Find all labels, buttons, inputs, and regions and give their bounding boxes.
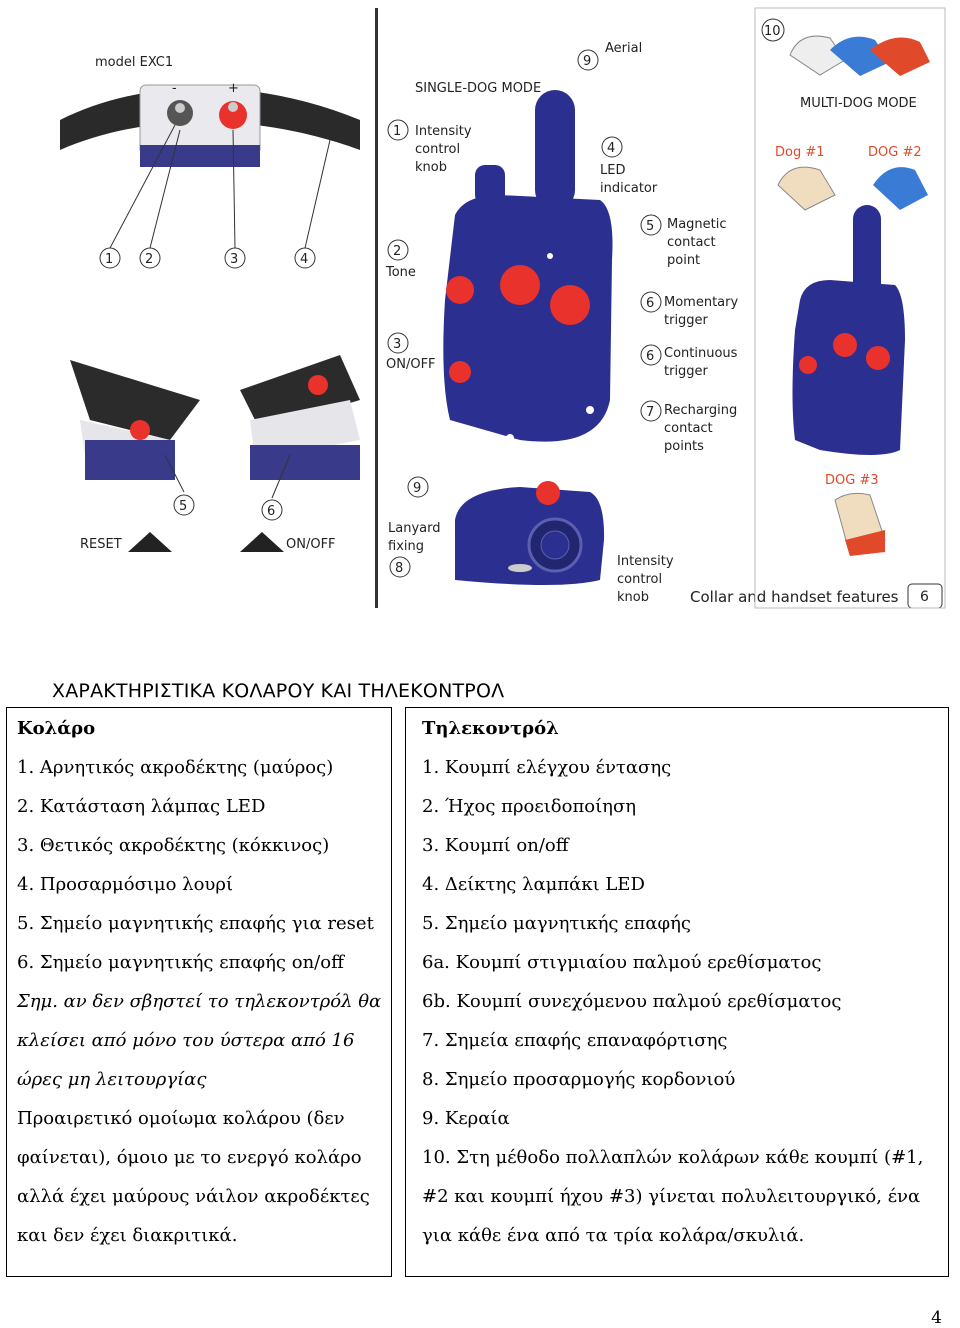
- remote-item: 4. Δείκτης λαμπάκι LED: [422, 874, 645, 895]
- collar-note-line: κλείσει από μόνο του ύστερα από 16: [17, 1030, 354, 1051]
- collar-item: 5. Σημείο μαγνητικής επαφής για reset: [17, 913, 374, 934]
- handset-bottom-image: [455, 481, 604, 585]
- callout-4: 4: [300, 252, 308, 267]
- collar-extra-line: και δεν έχει διακριτικά.: [17, 1225, 237, 1246]
- aerial-label: Aerial: [605, 41, 642, 56]
- remote-item: 2. Ήχος προειδοποίηση: [422, 796, 636, 817]
- collar-item: 2. Κατάσταση λάμπας LED: [17, 796, 265, 817]
- intensity-line1: Intensity: [415, 124, 472, 139]
- callout-3-onoff: 3: [393, 337, 401, 352]
- collar-callouts: 1 2 3 4: [100, 248, 315, 268]
- intensity-line3: knob: [415, 160, 447, 175]
- handset-image: [443, 90, 612, 442]
- onoff-label: ON/OFF: [286, 537, 336, 552]
- remote-item: 8. Σημείο προσαρμογής κορδονιού: [422, 1069, 735, 1090]
- recharging-line2: contact: [664, 421, 713, 436]
- magnetic-line3: point: [667, 253, 700, 268]
- collar-extra-line: Προαιρετικό ομοίωμα κολάρου (δεν: [17, 1108, 345, 1129]
- multi-dog-mode: MULTI-DOG MODE: [800, 96, 917, 111]
- momentary-line2: trigger: [664, 313, 709, 328]
- collar-note-line: ώρες μη λειτουργίας: [17, 1069, 206, 1090]
- collar-handset-diagram: model EXC1 - + 1 2 3 4 5 6 RESET ON/OFF: [0, 0, 960, 620]
- intensity-bottom-line2: control: [617, 572, 662, 587]
- collar-item: 1. Αρνητικός ακροδέκτης (μαύρος): [17, 757, 333, 778]
- callout-5: 5: [179, 499, 187, 514]
- figure-caption: Collar and handset features: [690, 588, 899, 606]
- remote-item: 10. Στη μέθοδο πολλαπλών κολάρων κάθε κο…: [422, 1147, 923, 1168]
- collar-image: [60, 85, 360, 248]
- callout-5-magnetic: 5: [646, 219, 654, 234]
- remote-item: 1. Κουμπί ελέγχου έντασης: [422, 757, 671, 778]
- callout-6: 6: [267, 504, 275, 519]
- collar-item: 4. Προσαρμόσιμο λουρί: [17, 874, 233, 895]
- remote-box: Τηλεκοντρόλ 1. Κουμπί ελέγχου έντασης 2.…: [405, 707, 949, 1277]
- collar-units-image: [70, 355, 360, 552]
- remote-item: 5. Σημείο μαγνητικής επαφής: [422, 913, 691, 934]
- collar-extra-line: φαίνεται), όμοιο με το ενεργό κολάρο: [17, 1147, 362, 1168]
- recharging-line3: points: [664, 439, 704, 454]
- minus-sign: -: [172, 81, 177, 96]
- dog2-label: DOG #2: [868, 145, 922, 160]
- magnetic-line1: Magnetic: [667, 217, 727, 232]
- collar-heading: Κολάρο: [17, 718, 95, 739]
- remote-item: 6a. Κουμπί στιγμιαίου παλμού ερεθίσματος: [422, 952, 821, 973]
- callout-10: 10: [764, 24, 781, 39]
- callout-1: 1: [105, 252, 113, 267]
- callout-6-momentary: 6: [646, 296, 654, 311]
- callout-6-continuous: 6: [646, 349, 654, 364]
- remote-item: #2 και κουμπί ήχου #3) γίνεται πολυλειτο…: [422, 1186, 920, 1207]
- callout-2: 2: [145, 252, 153, 267]
- model-label: model EXC1: [95, 55, 173, 70]
- callout-4-led: 4: [607, 141, 615, 156]
- collar-note-line: Σημ. αν δεν σβηστεί το τηλεκοντρόλ θα: [17, 991, 381, 1012]
- continuous-line1: Continuous: [664, 346, 738, 361]
- caption-number: 6: [920, 589, 929, 605]
- dog1-label: Dog #1: [775, 145, 825, 160]
- tone-label: Tone: [385, 265, 416, 280]
- callout-7-recharging: 7: [646, 405, 654, 420]
- remote-item: 6b. Κουμπί συνεχόμενου παλμού ερεθίσματο…: [422, 991, 841, 1012]
- remote-item: 9. Κεραία: [422, 1108, 510, 1129]
- remote-item: για κάθε ένα από τα τρία κολάρα/σκυλιά.: [422, 1225, 804, 1246]
- single-dog-mode: SINGLE-DOG MODE: [415, 81, 541, 96]
- magnetic-line2: contact: [667, 235, 716, 250]
- led-line1: LED: [600, 163, 625, 178]
- callout-3: 3: [230, 252, 238, 267]
- intensity-bottom-line3: knob: [617, 590, 649, 605]
- collar-extra-line: αλλά έχει μαύρους νάιλον ακροδέκτες: [17, 1186, 370, 1207]
- collar-item: 6. Σημείο μαγνητικής επαφής on/off: [17, 952, 344, 973]
- reset-label: RESET: [80, 537, 122, 552]
- page-number: 4: [931, 1308, 942, 1328]
- intensity-line2: control: [415, 142, 460, 157]
- lanyard-line1: Lanyard: [388, 521, 440, 536]
- onoff-small-label: ON/OFF: [386, 357, 436, 372]
- intensity-bottom-line1: Intensity: [617, 554, 674, 569]
- product-figure: model EXC1 - + 1 2 3 4 5 6 RESET ON/OFF: [0, 0, 960, 620]
- callout-9-aerial: 9: [583, 54, 591, 69]
- callout-2-tone: 2: [393, 244, 401, 259]
- recharging-line1: Recharging: [664, 403, 737, 418]
- momentary-line1: Momentary: [664, 295, 738, 310]
- collar-item: 3. Θετικός ακροδέκτης (κόκκινος): [17, 835, 329, 856]
- continuous-line2: trigger: [664, 364, 709, 379]
- collar-box: Κολάρο 1. Αρνητικός ακροδέκτης (μαύρος) …: [6, 707, 392, 1277]
- remote-item: 3. Κουμπί on/off: [422, 835, 569, 856]
- document-title: ΧΑΡΑΚΤΗΡΙΣΤΙΚΑ ΚΟΛΑΡΟΥ ΚΑΙ ΤΗΛΕΚΟΝΤΡΟΛ: [52, 680, 504, 702]
- divider: [375, 8, 378, 608]
- remote-item: 7. Σημεία επαφής επαναφόρτισης: [422, 1030, 727, 1051]
- led-line2: indicator: [600, 181, 658, 196]
- plus-sign: +: [228, 81, 239, 96]
- remote-heading: Τηλεκοντρόλ: [422, 718, 559, 739]
- lanyard-line2: fixing: [388, 539, 424, 554]
- callout-1-knob: 1: [393, 124, 401, 139]
- callout-8: 8: [395, 561, 403, 576]
- dog3-label: DOG #3: [825, 473, 879, 488]
- callout-9-lanyard: 9: [413, 481, 421, 496]
